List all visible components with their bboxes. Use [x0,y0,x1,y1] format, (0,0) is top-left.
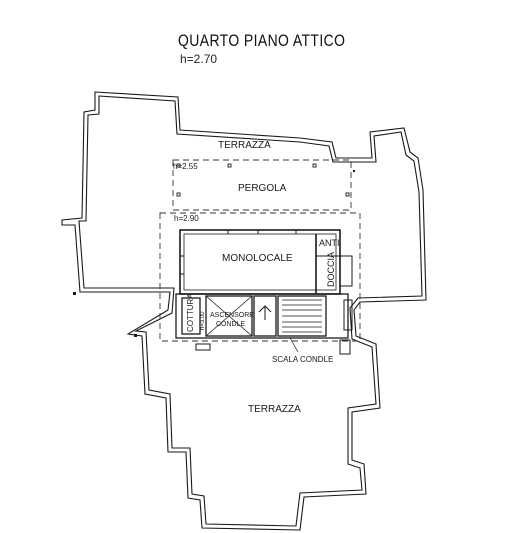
pergola-post [176,192,181,197]
ascensore-condle-label: CONDLE [216,321,246,328]
outer-wall [61,91,427,531]
room-height-label: h=2.90 [174,214,199,223]
cottura-box [181,297,201,335]
pergola-post [176,163,181,168]
monolocale-label: MONOLOCALE [222,253,293,264]
core-niche [195,343,211,351]
ascensore-label: ASCENSORE [210,312,254,319]
core-wall [175,293,349,339]
doccia-label: DOCCIA [326,252,336,287]
cottura-height-label: h=3.00 [200,311,206,330]
mark-dot [73,292,76,295]
monolocale-wall-inner [183,233,337,291]
east-wall-box [339,255,353,287]
terrazza-top-label: TERRAZZA [218,140,271,151]
terrazza-bottom-label: TERRAZZA [248,404,301,415]
landing [253,295,277,337]
pergola-area [172,159,352,211]
pergola-label: PERGOLA [238,183,287,194]
elevator-cross [205,295,253,337]
pergola-post [312,163,317,168]
up-arrow-icon [258,305,272,320]
scala-leader [289,337,299,353]
pergola-post [227,163,232,168]
stair-block [277,295,327,337]
cottura-label: COTTURA [186,293,195,332]
pergola-post [345,192,350,197]
mark-dot [134,334,137,337]
elevator-shaft [205,295,253,337]
plan-title: QUARTO PIANO ATTICO [178,31,346,50]
pergola-height-label: h=2.55 [173,162,198,171]
core-niche-2 [339,339,351,355]
mark-dot [353,170,355,172]
room-dashed-outline [159,212,361,342]
anti-label: ANTI [319,238,340,248]
outer-wall-inner [78,95,423,527]
scala-label: SCALA CONDLE [272,355,333,364]
floor-height-label: h=2.70 [180,52,218,66]
